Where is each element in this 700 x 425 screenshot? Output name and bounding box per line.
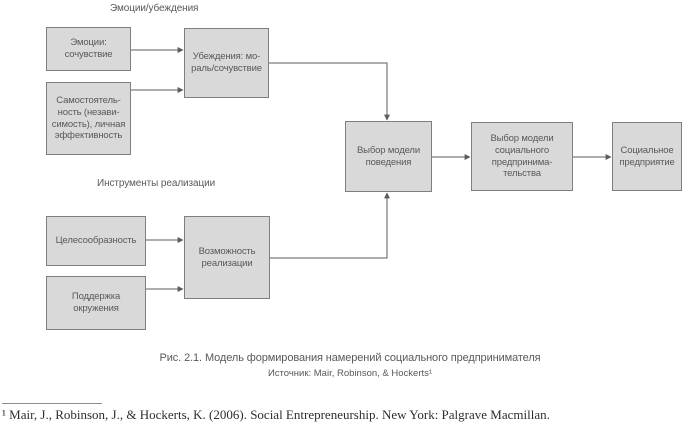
node-se-model: Выбор модели социального предпринима- те… [471,122,573,191]
node-enterprise: Социальное предприятие [612,122,682,191]
node-feasibility: Целесообразность [46,216,146,266]
footnote-divider [2,403,102,404]
section-label-emotions-beliefs: Эмоции/убеждения [110,3,199,14]
node-behavior-model: Выбор модели поведения [345,121,432,192]
node-beliefs: Убеждения: мо- раль/сочувствие [184,28,269,98]
figure-caption: Рис. 2.1. Модель формирования намерений … [159,352,541,364]
node-support: Поддержка окружения [46,276,146,330]
arrow-opportunity-to-behavior-model [270,192,390,259]
node-emotions: Эмоции: сочувствие [46,27,131,71]
figure-source: Источник: Mair, Robinson, & Hockerts¹ [267,368,433,379]
section-label-implementation-tools: Инструменты реализации [97,178,216,189]
footnote-reference: ¹ Mair, J., Robinson, J., & Hockerts, K.… [2,407,550,422]
node-autonomy: Самостоятель- ность (незави- симость), л… [46,82,131,155]
arrow-beliefs-to-behavior-model [269,62,390,121]
node-opportunity: Возможность реализации [184,216,270,299]
